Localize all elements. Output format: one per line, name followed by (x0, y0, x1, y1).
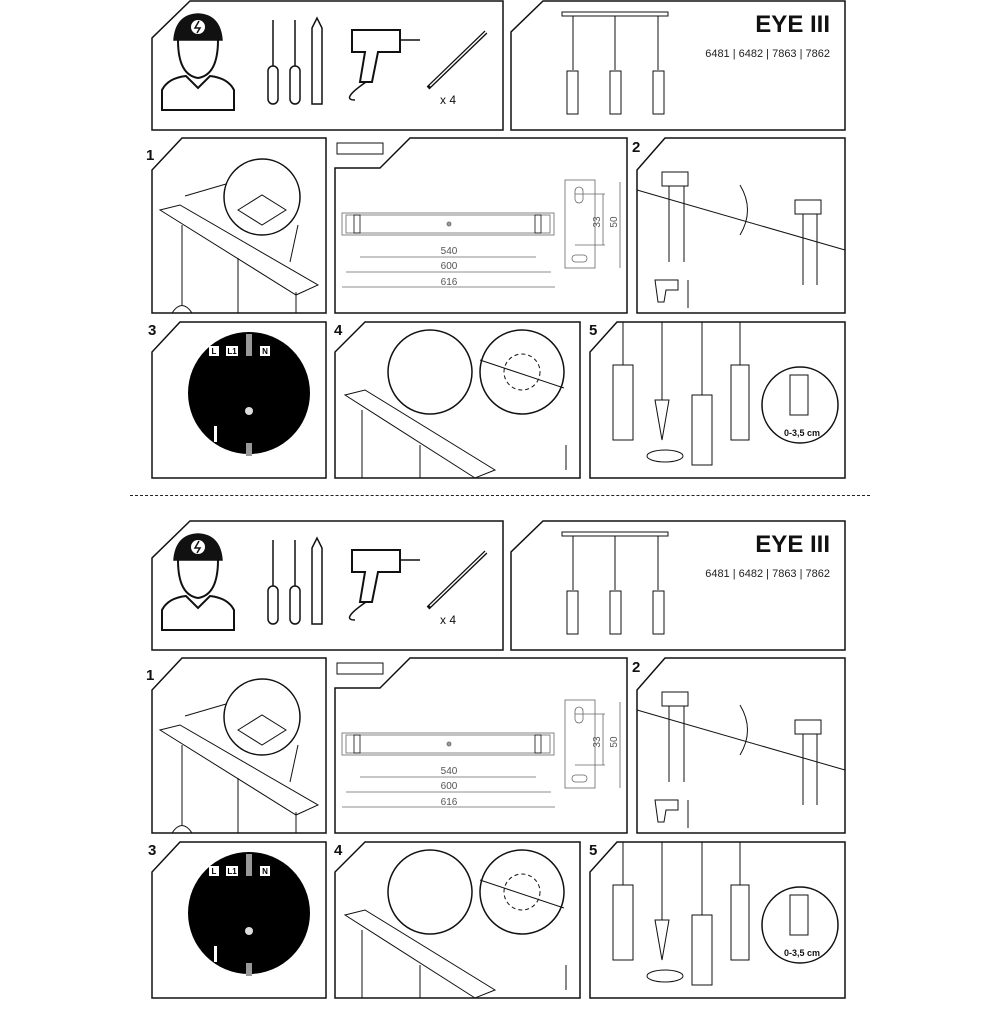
product-codes: 6481 | 6482 | 7863 | 7862 (705, 568, 830, 580)
dim-616: 616 (441, 797, 458, 808)
wall-anchor-icon (426, 549, 489, 610)
electrician-icon (161, 533, 235, 631)
dim-50: 50 (609, 216, 620, 228)
step-number: 3 (148, 322, 156, 339)
step-number: 2 (632, 139, 640, 156)
dim-600: 600 (441, 781, 458, 792)
step-3-panel: 3 L L1 N (148, 321, 327, 479)
step-5-panel: 5 0-3,5 cm (589, 321, 846, 479)
step-2-panel: 2 (632, 657, 846, 834)
terminal-n: N (262, 867, 268, 876)
ruler-icon (336, 142, 384, 155)
instruction-sheet: x 4 EYE III 6481 | 6482 | 7863 | 7862 1 (0, 0, 1000, 495)
wiring-diagram (188, 852, 310, 974)
step-5-panel: 5 0-3,5 cm (589, 841, 846, 999)
drill-icon (348, 29, 420, 101)
step-4-panel: 4 (334, 841, 581, 999)
terminal-l1: L1 (227, 867, 237, 876)
screwdrivers-icon (267, 16, 323, 105)
step-number: 4 (334, 322, 343, 339)
product-codes: 6481 | 6482 | 7863 | 7862 (705, 48, 830, 60)
drill-icon (348, 549, 420, 621)
step-number: 1 (146, 147, 154, 164)
pendant-lamp-illustration (561, 531, 669, 635)
step-1-panel: 1 (146, 137, 327, 314)
product-title: EYE III (755, 531, 830, 558)
terminal-l1: L1 (227, 347, 237, 356)
step-number: 5 (589, 842, 597, 859)
instruction-sheet: x 4 EYE III 6481 | 6482 | 7863 | 7862 1 (0, 520, 1000, 1015)
wall-anchor-icon (426, 29, 489, 90)
step-number: 3 (148, 842, 156, 859)
step-number: 5 (589, 322, 597, 339)
tools-panel: x 4 (151, 520, 504, 651)
adjust-range-label: 0-3,5 cm (784, 948, 820, 958)
dim-616: 616 (441, 277, 458, 288)
ground-icon (245, 407, 253, 415)
step-number: 4 (334, 842, 343, 859)
dim-540: 540 (441, 766, 458, 777)
terminal-n: N (262, 347, 268, 356)
pendant-lamp-illustration (561, 11, 669, 115)
cut-line (130, 495, 870, 496)
drill-icon (654, 799, 679, 823)
anchor-count: x 4 (440, 93, 456, 107)
step-2-panel: 2 (632, 137, 846, 314)
dimensions-panel: 540 600 616 33 50 (334, 657, 628, 834)
step-number: 2 (632, 659, 640, 676)
terminal-l: L (212, 867, 217, 876)
wiring-diagram (188, 332, 310, 454)
step-3-panel: 3 L L1 N (148, 841, 327, 999)
dim-33: 33 (592, 736, 603, 748)
dimensions-panel: 540 600 616 33 50 (334, 137, 628, 314)
anchor-count: x 4 (440, 613, 456, 627)
dim-33: 33 (592, 216, 603, 228)
dim-50: 50 (609, 736, 620, 748)
dim-600: 600 (441, 261, 458, 272)
step-1-panel: 1 (146, 657, 327, 834)
terminal-l: L (212, 347, 217, 356)
product-panel: EYE III 6481 | 6482 | 7863 | 7862 (510, 0, 846, 131)
ground-icon (245, 927, 253, 935)
adjust-range-label: 0-3,5 cm (784, 428, 820, 438)
step-4-panel: 4 (334, 321, 581, 479)
product-panel: EYE III 6481 | 6482 | 7863 | 7862 (510, 520, 846, 651)
drill-icon (654, 279, 679, 303)
step-number: 1 (146, 667, 154, 684)
dim-540: 540 (441, 246, 458, 257)
electrician-icon (161, 13, 235, 111)
product-title: EYE III (755, 11, 830, 38)
tools-panel: x 4 (151, 0, 504, 131)
screwdrivers-icon (267, 536, 323, 625)
ruler-icon (336, 662, 384, 675)
